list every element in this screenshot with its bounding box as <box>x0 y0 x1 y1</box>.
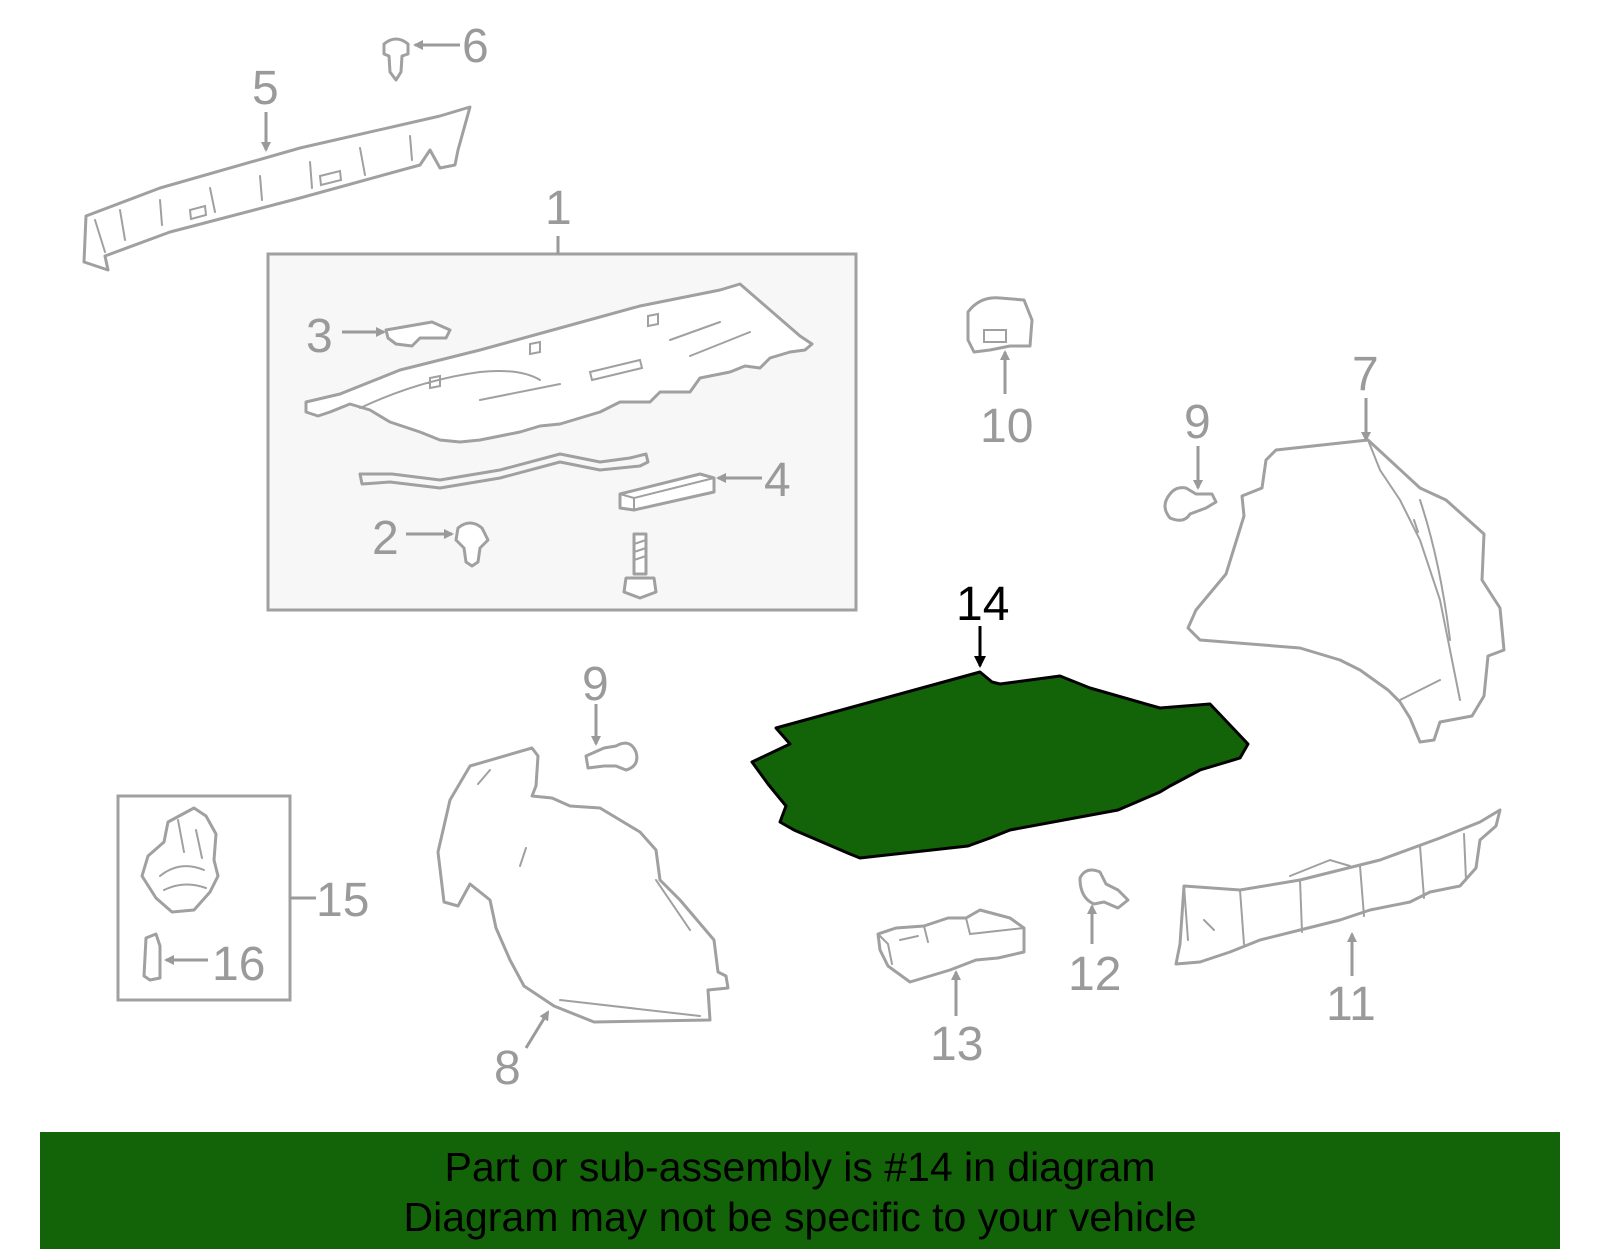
part-4-strip <box>618 472 716 512</box>
callout-2: 2 <box>372 512 399 565</box>
callout-11: 11 <box>1326 978 1376 1031</box>
info-banner: Part or sub-assembly is #14 in diagram D… <box>40 1132 1560 1249</box>
part-13-bracket <box>876 908 1026 984</box>
part-16-pin <box>142 932 162 982</box>
callout-15: 15 <box>316 874 369 927</box>
banner-line-2: Diagram may not be specific to your vehi… <box>403 1194 1197 1240</box>
callout-9-upper: 9 <box>1184 396 1211 449</box>
callout-6: 6 <box>462 20 489 73</box>
part-3-bracket <box>384 320 452 348</box>
callout-5: 5 <box>252 62 279 115</box>
part-10-cover <box>966 296 1034 354</box>
part-6-clip <box>382 37 410 82</box>
part-14-trunk-mat <box>750 670 1250 860</box>
callout-16: 16 <box>212 938 265 991</box>
part-8-left-side-trim <box>436 746 730 1024</box>
part-1-support-rod <box>358 452 650 490</box>
part-7-right-side-trim <box>1186 438 1506 744</box>
callout-8: 8 <box>494 1042 521 1095</box>
part-15-assembly <box>140 806 220 914</box>
banner-line-1: Part or sub-assembly is #14 in diagram <box>444 1144 1156 1190</box>
callout-9-middle: 9 <box>582 658 609 711</box>
callout-4: 4 <box>764 454 791 507</box>
callout-10: 10 <box>980 400 1033 453</box>
callout-13: 13 <box>930 1018 983 1071</box>
part-5-rear-upper-trim <box>82 105 472 272</box>
callout-14: 14 <box>956 578 1009 631</box>
callout-7: 7 <box>1352 348 1379 401</box>
part-1-package-tray <box>304 282 814 444</box>
part-9-screw-upper <box>1163 486 1218 522</box>
leader-8 <box>524 1010 550 1049</box>
part-11-rear-sill-trim <box>1174 808 1502 966</box>
part-9-screw-middle <box>584 741 639 772</box>
part-1-bolt <box>622 532 658 600</box>
callout-12: 12 <box>1068 948 1121 1001</box>
callout-3: 3 <box>306 310 333 363</box>
part-2-clip <box>454 521 490 568</box>
callout-1: 1 <box>545 182 572 235</box>
part-12-screw <box>1078 868 1130 910</box>
